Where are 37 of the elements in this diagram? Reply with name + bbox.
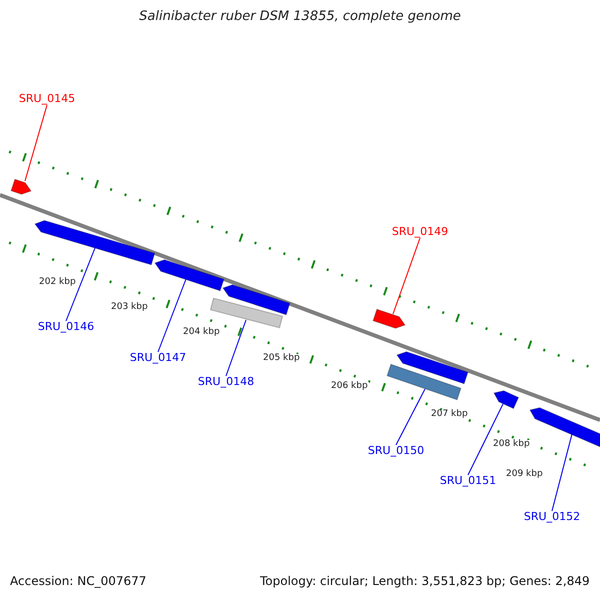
gene-label: SRU_0151 xyxy=(440,475,496,488)
gene-feature xyxy=(10,178,32,195)
scale-label: 206 kbp xyxy=(330,382,369,392)
gene-track-feature xyxy=(210,298,284,328)
title: Salinibacter ruber DSM 13855, complete genome xyxy=(139,10,461,24)
leader-line xyxy=(392,238,420,314)
leader-line xyxy=(396,388,426,446)
gene-label: SRU_0149 xyxy=(392,226,448,238)
scale-label: 208 kbp xyxy=(492,440,531,450)
gene-feature xyxy=(396,351,469,384)
leader-line xyxy=(226,320,246,376)
scale-label: 205 kbp xyxy=(262,354,301,364)
leader-line xyxy=(24,104,48,182)
gene-feature xyxy=(154,259,225,292)
gene-label: SRU_0146 xyxy=(38,321,94,334)
leader-line xyxy=(158,278,186,352)
gene-label: SRU_0150 xyxy=(368,445,424,458)
scale-label: 207 kbp xyxy=(430,410,469,420)
gene-feature xyxy=(34,220,156,266)
leader-line xyxy=(468,404,504,476)
scale-label: 203 kbp xyxy=(110,303,149,313)
gene-feature xyxy=(222,284,290,316)
footer-text: Topology: circular; Length: 3,551,823 bp; Genes: 2,849 xyxy=(260,575,590,588)
gene-feature xyxy=(529,407,600,448)
leader-line xyxy=(552,434,572,512)
gene-label: SRU_0148 xyxy=(198,376,254,388)
leader-line xyxy=(66,248,96,322)
gene-label: SRU_0152 xyxy=(524,511,580,524)
scale-label: 204 kbp xyxy=(182,328,221,338)
gene-label: SRU_0145 xyxy=(18,92,76,105)
gene-label: SRU_0147 xyxy=(130,352,186,364)
gene-track-feature xyxy=(386,364,462,400)
gene-feature xyxy=(372,308,406,329)
scale-label: 209 kbp xyxy=(505,470,544,480)
gene-feature xyxy=(493,390,520,410)
footer-text: Accession: NC_007677 xyxy=(10,575,146,588)
scale-label: 202 kbp xyxy=(38,278,77,288)
